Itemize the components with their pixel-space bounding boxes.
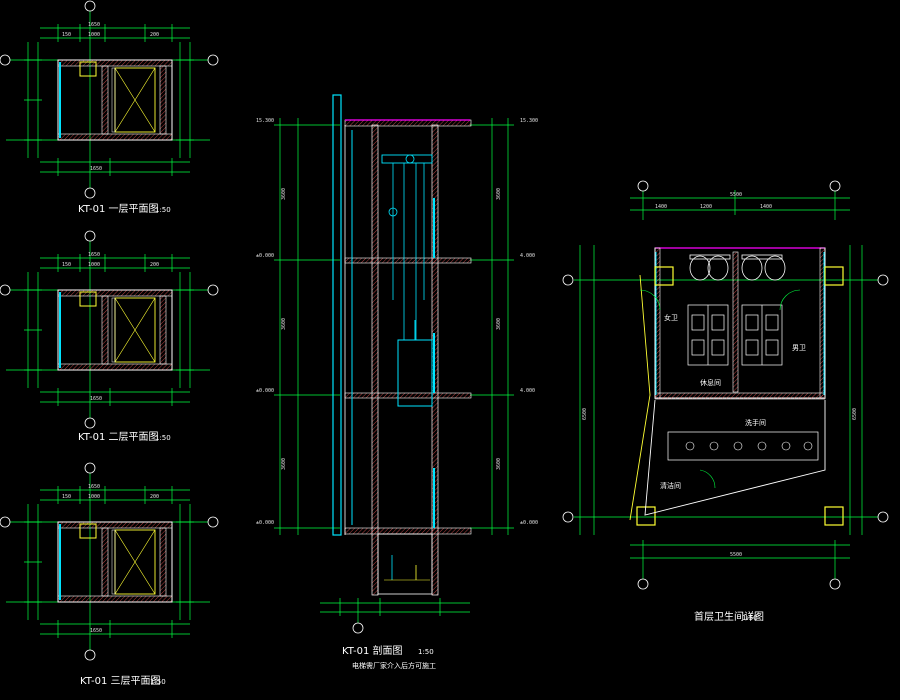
restroom-title: 首层卫生间详图 [694,610,764,623]
label-lounge: 休息间 [700,378,721,387]
restroom-detail: 女卫 男卫 休息间 洗手间 清洁间 首层卫生间详图 1:50 5500 1400… [562,180,889,623]
restroom-scale: 1:50 [742,614,758,622]
svg-text:4.000: 4.000 [520,388,535,394]
plan3-title: KT-01 三层平面图 [80,675,160,687]
svg-text:3600: 3600 [281,318,287,330]
plan-level-2: KT-01 二层平面图 1:50 [0,230,219,443]
plan-level-3: KT-01 三层平面图 1:50 [0,462,219,687]
svg-text:1400: 1400 [655,204,667,210]
label-washroom: 洗手间 [745,418,766,427]
svg-text:3600: 3600 [281,188,287,200]
svg-text:±0.000: ±0.000 [520,520,538,526]
section-note: 电梯需厂家介入后方可施工 [352,661,436,670]
svg-text:15.300: 15.300 [520,118,538,124]
plan-level-1: KT-01 一层平面图 1:50 [0,0,219,215]
svg-text:±0.000: ±0.000 [256,520,274,526]
svg-text:3600: 3600 [281,458,287,470]
svg-text:6500: 6500 [582,408,588,420]
plan3-scale: 1:50 [150,678,166,686]
svg-text:3600: 3600 [496,458,502,470]
svg-text:15.300: 15.300 [256,118,274,124]
svg-text:±0.000: ±0.000 [256,388,274,394]
label-male-restroom: 男卫 [792,344,806,352]
plan2-scale: 1:50 [155,434,171,442]
svg-text:4.000: 4.000 [520,253,535,259]
svg-text:3600: 3600 [496,318,502,330]
svg-text:5500: 5500 [730,552,742,558]
plan2-title: KT-01 二层平面图 [78,431,158,443]
svg-text:6500: 6500 [852,408,858,420]
svg-text:5500: 5500 [730,192,742,198]
svg-text:3600: 3600 [496,188,502,200]
section-title: KT-01 剖面图 [342,644,402,657]
plan1-scale: 1:50 [155,206,171,214]
svg-text:1400: 1400 [760,204,772,210]
elevator-section: 15.300 ±0.000 ±0.000 ±0.000 15.300 4.000… [256,94,538,670]
svg-text:1200: 1200 [700,204,712,210]
label-female-restroom: 女卫 [664,313,678,322]
section-scale: 1:50 [418,648,434,656]
svg-text:±0.000: ±0.000 [256,253,274,259]
plan1-title: KT-01 一层平面图 [78,203,158,215]
label-cleaning-room: 清洁间 [660,481,681,490]
